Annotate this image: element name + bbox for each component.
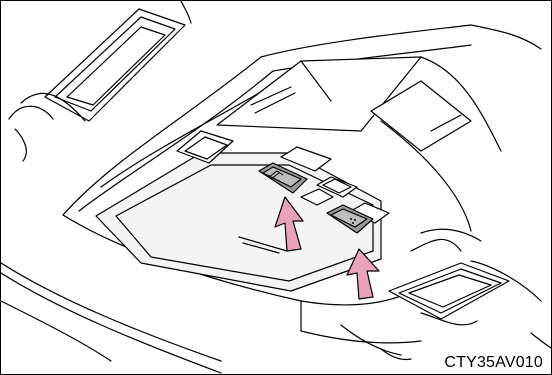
- map-light-panel: [96, 153, 381, 291]
- right-sun-visor: [389, 261, 541, 325]
- left-sun-visor: [9, 9, 185, 161]
- figure-code-label: CTY35AV010: [444, 354, 543, 372]
- upper-lamp-lens: [217, 57, 471, 151]
